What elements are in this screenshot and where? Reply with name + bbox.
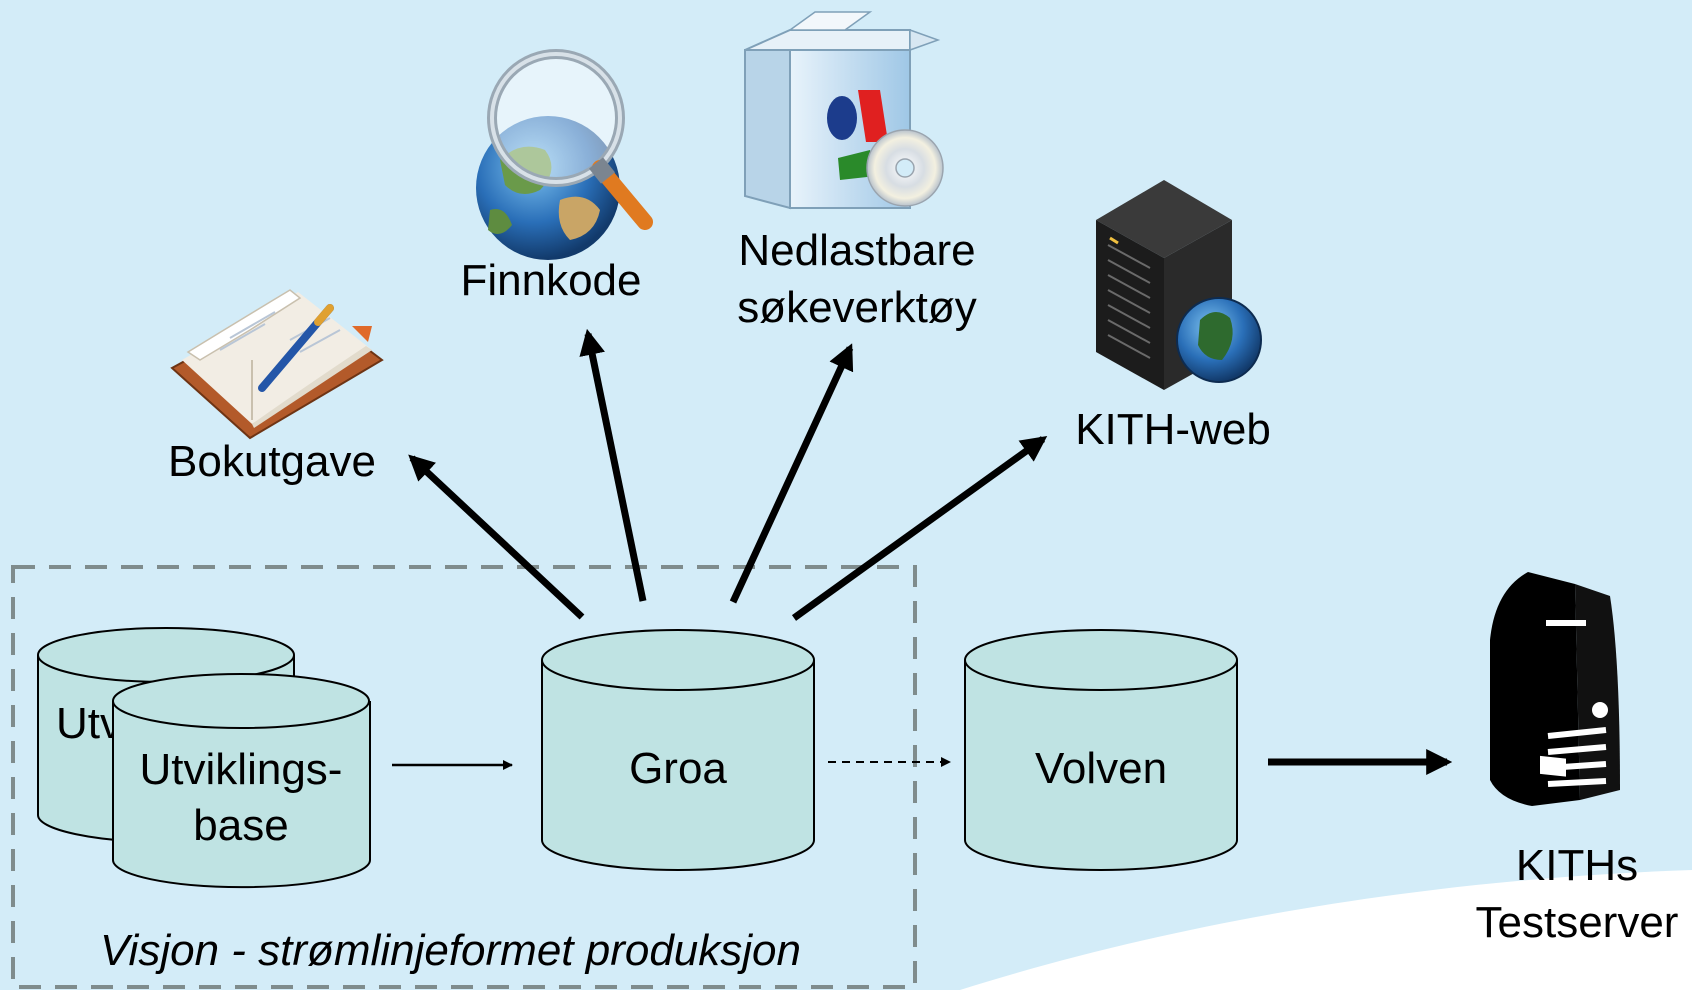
vision-boundary	[11, 565, 917, 989]
finnkode-label: Finnkode	[460, 256, 641, 305]
testserver-label-line1: KITHs	[1516, 841, 1638, 890]
nedlastbare-label-line1: Nedlastbare	[738, 226, 975, 275]
database-utviklingsbase: Utviklings- base	[112, 673, 371, 889]
vision-caption: Visjon - strømlinjeformet produksjon	[100, 926, 801, 975]
kith-web-label: KITH-web	[1075, 405, 1271, 454]
book-pen-icon	[170, 289, 384, 440]
database-groa: Groa	[541, 629, 815, 871]
testserver-label-line2: Testserver	[1476, 898, 1679, 947]
globe-magnifier-icon	[476, 49, 653, 260]
groa-label: Groa	[629, 744, 727, 793]
software-box-cd-icon	[744, 11, 944, 210]
volven-label: Volven	[1035, 744, 1167, 793]
database-volven: Volven	[964, 629, 1238, 871]
server-globe-icon	[1096, 180, 1262, 390]
server-tower-icon	[1490, 572, 1620, 806]
utv-back-label: Utv	[56, 699, 122, 748]
bokutgave-label: Bokutgave	[168, 437, 376, 486]
arrow-groa-to-kith-web	[791, 435, 1048, 621]
decorative-wave	[960, 870, 1692, 990]
utviklingsbase-label-line1: Utviklings-	[140, 745, 343, 794]
nedlastbare-label-line2: søkeverktøy	[737, 283, 977, 332]
arrow-groa-to-bokutgave	[408, 454, 585, 620]
utviklingsbase-label-line2: base	[193, 801, 288, 850]
arrow-groa-to-finnkode	[579, 328, 647, 602]
arrow-groa-to-nedlastbare	[729, 343, 854, 604]
